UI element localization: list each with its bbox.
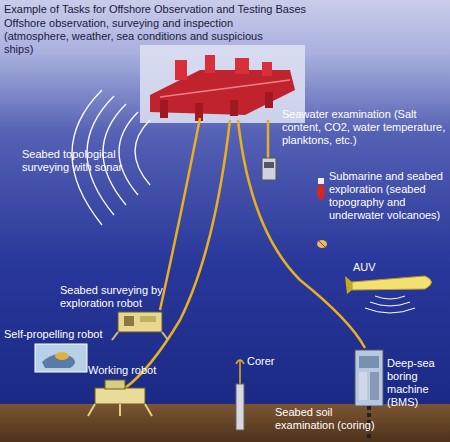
illustration-part	[317, 184, 325, 200]
illustration-part	[230, 100, 238, 116]
corer	[236, 360, 244, 430]
illustration-part	[375, 296, 405, 299]
illustration-part	[160, 100, 168, 118]
exploration-robot	[112, 312, 168, 340]
illustration-part	[236, 360, 244, 364]
self-propelling-robot	[35, 344, 87, 372]
illustration-part	[140, 45, 305, 123]
submarine	[317, 178, 325, 200]
illustration-part	[359, 356, 379, 368]
illustration-part	[88, 404, 95, 416]
annotation-label: Corer	[247, 355, 287, 368]
working-robot	[88, 380, 152, 416]
illustration-part	[352, 276, 432, 290]
annotation-label: Self-propelling robot	[4, 328, 134, 341]
platform	[140, 45, 305, 123]
illustration-part	[145, 404, 152, 416]
annotation-label: Seabed soil examination (coring)	[275, 406, 390, 432]
illustration-part	[95, 388, 145, 404]
auv	[345, 276, 432, 313]
illustration-part	[235, 58, 249, 74]
illustration-part	[150, 70, 295, 115]
illustration-part	[317, 240, 327, 248]
illustration-part	[160, 118, 200, 310]
illustration-part	[359, 372, 367, 400]
seabed	[0, 404, 450, 442]
illustration-part	[262, 158, 276, 180]
illustration-part	[105, 380, 125, 389]
illustration-part	[140, 316, 156, 322]
annotation-label: Seabed surveying by exploration robot	[60, 284, 180, 310]
illustration-part	[265, 92, 273, 108]
illustration-part	[370, 302, 410, 306]
illustration-part	[365, 296, 415, 313]
illustration-part	[264, 162, 274, 168]
annotation-label: Offshore observation, surveying and insp…	[4, 17, 274, 56]
illustration-part	[125, 120, 230, 388]
illustration-part	[370, 372, 379, 400]
illustration-part	[135, 120, 150, 185]
title: Example of Tasks for Offshore Observatio…	[4, 3, 444, 16]
illustration-part	[345, 276, 352, 294]
illustration-part	[35, 344, 87, 372]
illustration-part	[236, 384, 244, 430]
illustration-part	[119, 404, 121, 416]
illustration-part	[119, 112, 138, 195]
illustration-part	[55, 352, 69, 360]
illustration-part	[365, 308, 415, 313]
annotation-label: AUV	[353, 261, 393, 274]
illustration-part	[238, 120, 365, 348]
annotation-label: Working robot	[88, 364, 188, 377]
illustration-part	[239, 360, 241, 384]
illustration-part	[162, 332, 168, 340]
annotation-label: Submarine and seabed exploration (seabed…	[329, 170, 447, 222]
annotation-label: Seawater examination (Salt content, CO2,…	[282, 108, 447, 147]
small-vehicle	[317, 240, 327, 248]
illustration-part	[112, 332, 118, 340]
illustration-part	[160, 80, 290, 97]
illustration-part	[118, 312, 162, 332]
illustration-part	[262, 62, 272, 76]
illustration-part	[355, 350, 383, 406]
cables	[125, 118, 365, 388]
water-sampler	[262, 158, 276, 180]
annotation-label: Seabed topological surveying with sonar	[22, 148, 142, 174]
illustration-part	[205, 55, 215, 73]
illustration-part	[318, 240, 326, 248]
illustration-part	[318, 178, 324, 184]
annotation-label: Deep-sea boring machine (BMS)	[387, 357, 447, 409]
illustration-part	[175, 60, 187, 80]
illustration-part	[124, 316, 134, 326]
illustration-part	[267, 120, 270, 160]
